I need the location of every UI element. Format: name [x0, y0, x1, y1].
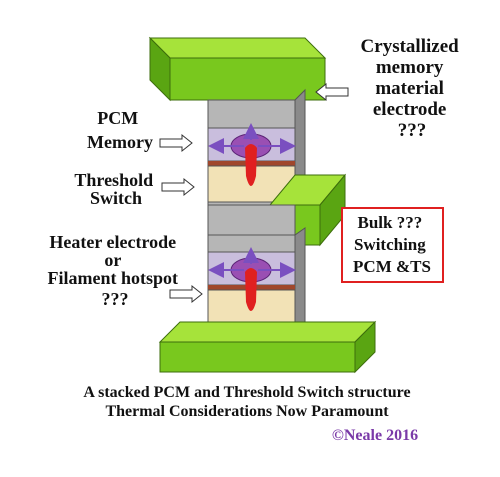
label-crystallized-line: electrode	[373, 99, 447, 120]
label-pcm-memory-line: Memory	[87, 132, 153, 152]
arrow-threshold-switch	[161, 177, 195, 197]
credit-text: ©Neale 2016	[332, 427, 418, 444]
bulk-callout-line: Switching	[354, 235, 426, 254]
label-threshold-switch: Threshold Switch	[74, 170, 157, 208]
label-crystallized-line: Crystallized	[361, 36, 460, 57]
svg-text:Bulk ??? Switching: Bulk ??? Switching PCM &TS	[353, 213, 431, 276]
label-crystallized-line: material	[375, 78, 444, 99]
upper-hotspot	[245, 144, 257, 186]
bulk-callout-line: Bulk ???	[358, 213, 423, 232]
lower-hotspot	[245, 268, 257, 311]
arrow-crystallized	[315, 82, 349, 102]
bulk-callout-line: PCM &TS	[353, 257, 431, 276]
lower-pillar	[207, 227, 306, 340]
label-heater-line: Filament hotspot	[48, 268, 179, 288]
bottom-electrode	[158, 320, 377, 374]
label-heater-line: ???	[102, 289, 129, 309]
bulk-callout: Bulk ??? Switching PCM &TS	[341, 207, 444, 283]
label-pcm-memory: PCM Memory	[87, 108, 153, 152]
label-heater: Heater electrode or Filament hotspot ???	[48, 232, 183, 309]
label-heater-line: Heater electrode	[49, 232, 176, 252]
label-pcm-memory-line: PCM	[97, 108, 138, 128]
top-electrode	[148, 36, 327, 102]
label-threshold-switch-line: Switch	[90, 188, 142, 208]
caption-line-1: A stacked PCM and Threshold Switch struc…	[83, 384, 410, 401]
label-heater-line: or	[104, 250, 121, 270]
label-threshold-switch-line: Threshold	[74, 170, 153, 190]
arrow-pcm-memory	[159, 133, 193, 153]
upper-pillar	[207, 88, 306, 216]
pointer-arrows	[159, 82, 349, 304]
caption-line-2: Thermal Considerations Now Paramount	[105, 403, 389, 420]
label-crystallized-line: memory	[376, 57, 444, 78]
bulk-callout-box	[341, 207, 444, 283]
arrow-heater	[169, 284, 203, 304]
label-crystallized-line: ???	[398, 120, 427, 141]
label-crystallized: Crystallized memory material electrode ?…	[361, 36, 464, 141]
